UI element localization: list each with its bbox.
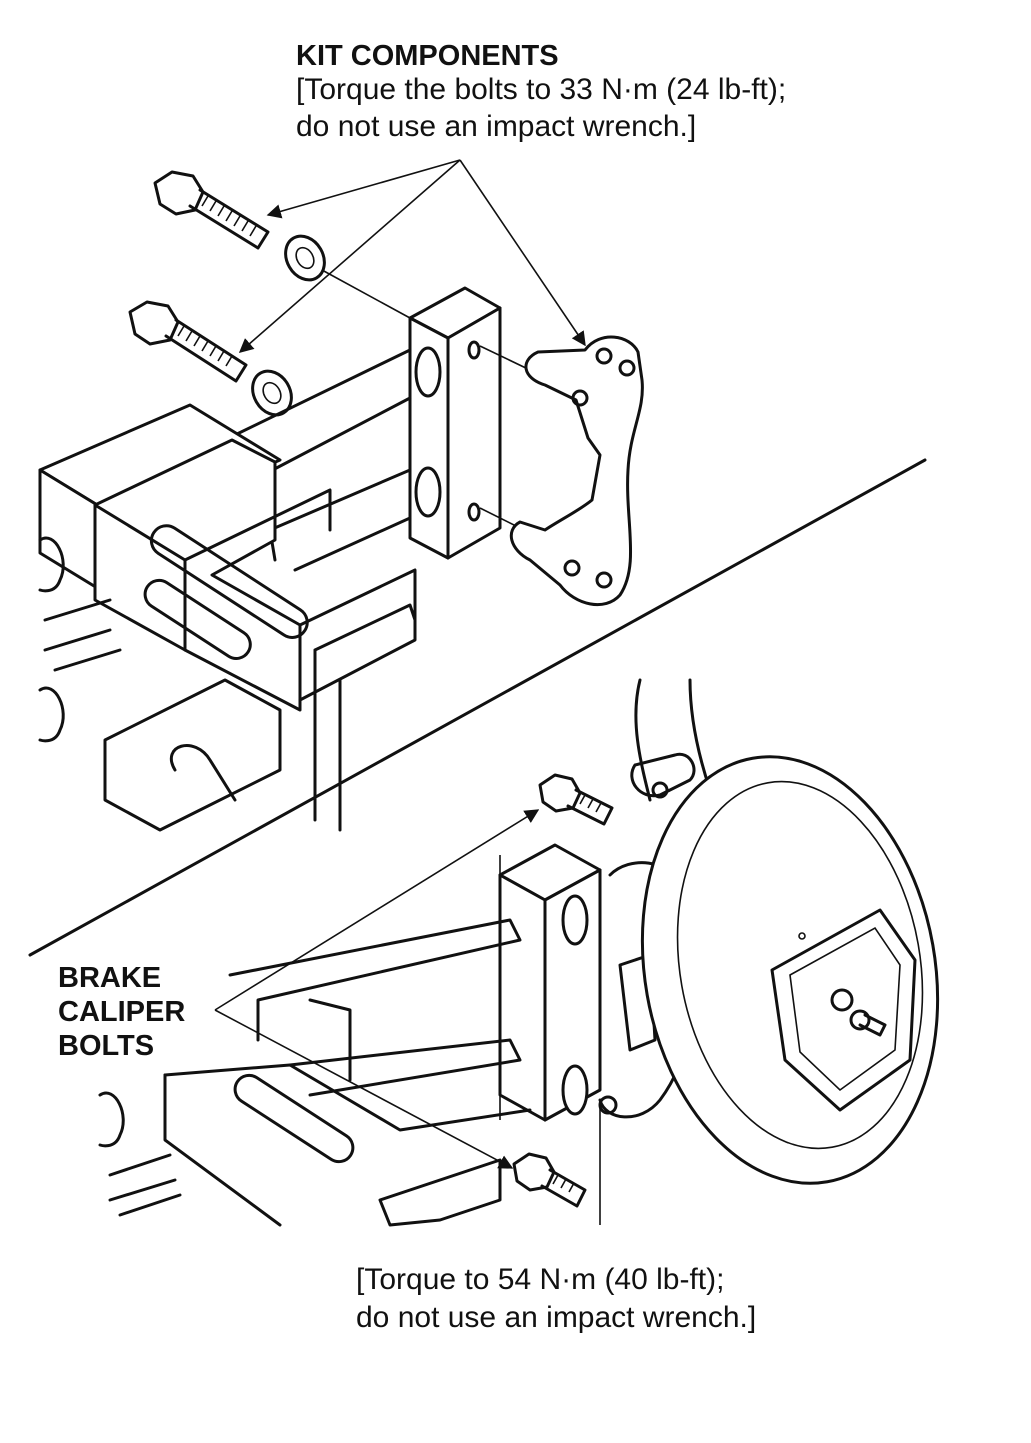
kit-components-heading: KIT COMPONENTS [296,40,559,72]
caliper-mount-top [38,346,442,832]
installed-caliper-illustration [98,678,940,1227]
caliper-torque-note-line2: do not use an impact wrench.] [356,1301,757,1334]
caliper-bolts-label-line2: CALIPER [58,996,186,1028]
caliper-bolts-label-line1: BRAKE [58,962,162,994]
kit-torque-note-line1: [Torque the bolts to 33 N·m (24 lb-ft); [296,73,787,106]
caliper-bracket [509,335,644,606]
kit-components-illustration [38,159,644,832]
lower-kit-bolt [128,300,248,383]
upper-caliper-bolt [538,773,614,826]
section-divider-line [28,458,927,957]
caliper-bolts-label-line3: BOLTS [58,1030,155,1062]
lower-caliper-bolt [512,1152,587,1208]
upper-kit-washer [284,234,326,282]
caliper-torque-note-line1: [Torque to 54 N·m (40 lb-ft); [356,1263,725,1296]
upper-kit-bolt [153,170,270,250]
kit-torque-note-line2: do not use an impact wrench.] [296,110,697,143]
lower-kit-washer [251,369,293,417]
spacer-block [408,286,502,560]
